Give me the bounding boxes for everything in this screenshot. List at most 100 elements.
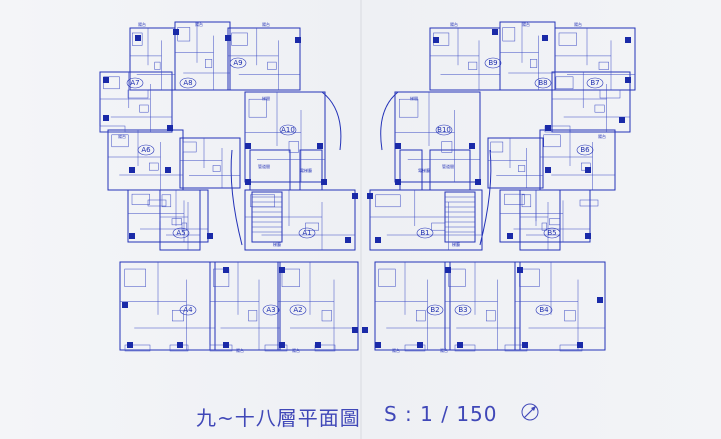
structural-column xyxy=(367,193,373,199)
bath xyxy=(212,165,221,172)
unit-tag-ring xyxy=(179,304,197,316)
bath xyxy=(598,61,609,70)
structural-column xyxy=(522,342,528,348)
bath xyxy=(154,61,161,70)
unit-tag-ring xyxy=(586,77,604,89)
structural-column xyxy=(362,327,368,333)
structural-column xyxy=(207,233,213,239)
balcony xyxy=(99,125,126,133)
structural-column xyxy=(103,77,109,83)
bath xyxy=(564,310,576,322)
unit-tag-ring xyxy=(298,227,316,239)
wall xyxy=(519,189,561,251)
stair-or-bath xyxy=(111,134,129,148)
wall xyxy=(209,261,281,351)
bath xyxy=(431,222,446,231)
structural-column xyxy=(457,342,463,348)
room-label-shaft: 管道間 xyxy=(258,163,270,169)
structural-column xyxy=(129,233,135,239)
room-label-hall: 電梯廳 xyxy=(300,167,312,173)
structural-column xyxy=(375,342,381,348)
unit-label-a9: A9 xyxy=(233,59,242,67)
stair-or-bath xyxy=(378,268,396,287)
curved-wall xyxy=(479,149,492,246)
core xyxy=(429,149,471,191)
stair-or-bath xyxy=(177,27,191,42)
stair-or-bath xyxy=(502,27,516,42)
bath xyxy=(486,310,496,322)
unit-tag-ring xyxy=(543,227,561,239)
structural-column xyxy=(135,35,141,41)
structural-column xyxy=(245,143,251,149)
structural-column xyxy=(103,115,109,121)
unit-tag-ring xyxy=(535,304,553,316)
bath xyxy=(305,222,319,231)
stair-or-bath xyxy=(182,141,197,153)
structural-column xyxy=(375,237,381,243)
room-label-balcony: 陽台 xyxy=(392,347,400,353)
structural-column xyxy=(245,179,251,185)
wall xyxy=(179,137,241,189)
balcony xyxy=(209,344,233,352)
balcony xyxy=(147,199,167,207)
drawing-scale: S : 1 / 150 xyxy=(384,402,498,426)
wall xyxy=(444,261,521,351)
unit-tag-ring xyxy=(426,304,444,316)
unit-label-b3: B3 xyxy=(458,306,467,314)
unit-tag-ring xyxy=(435,124,453,136)
stair-or-bath xyxy=(375,194,401,208)
stair-or-bath xyxy=(250,194,275,208)
structural-column xyxy=(279,267,285,273)
wall xyxy=(369,189,483,251)
unit-tag-ring xyxy=(289,304,307,316)
wall xyxy=(244,91,326,183)
structural-column xyxy=(445,267,451,273)
structural-column xyxy=(223,342,229,348)
stair-or-bath xyxy=(399,98,419,118)
wall xyxy=(277,261,359,351)
bath xyxy=(149,162,159,171)
wall xyxy=(227,27,301,91)
bath xyxy=(181,222,188,231)
wall xyxy=(119,261,216,351)
unit-tag-ring xyxy=(279,124,297,136)
unit-tag-ring xyxy=(576,144,594,156)
unit-label-a1: A1 xyxy=(302,229,311,237)
stair-or-bath xyxy=(555,76,574,90)
stair-or-bath xyxy=(248,98,267,118)
structural-column xyxy=(433,37,439,43)
wall xyxy=(539,129,616,191)
bath xyxy=(416,310,426,322)
bath xyxy=(267,61,277,70)
unit-tag-ring xyxy=(454,304,472,316)
wall xyxy=(159,189,201,251)
structural-column xyxy=(165,167,171,173)
structural-column xyxy=(542,35,548,41)
structural-column xyxy=(167,125,173,131)
unit-label-b10: B10 xyxy=(437,126,451,134)
structural-column xyxy=(223,267,229,273)
wall xyxy=(244,189,356,251)
room-label-balcony: 陽台 xyxy=(522,21,530,27)
bath xyxy=(139,104,149,113)
structural-column xyxy=(492,29,498,35)
unit-tag-ring xyxy=(262,304,280,316)
room-label-common: 梯間 xyxy=(410,95,418,101)
structural-column xyxy=(225,35,231,41)
room-label-balcony: 陽台 xyxy=(118,133,126,139)
bath xyxy=(171,218,182,226)
balcony xyxy=(599,89,621,99)
core xyxy=(249,149,291,191)
bath xyxy=(594,104,605,113)
stair-or-bath xyxy=(213,268,230,287)
core xyxy=(399,149,423,191)
wall xyxy=(374,261,451,351)
bath xyxy=(549,218,561,226)
bath xyxy=(205,59,213,68)
structural-column xyxy=(619,117,625,123)
unit-label-a2: A2 xyxy=(293,306,302,314)
bath xyxy=(248,310,258,322)
drawing-title: 九~十八層平面圖 xyxy=(196,406,361,430)
structural-column xyxy=(469,143,475,149)
